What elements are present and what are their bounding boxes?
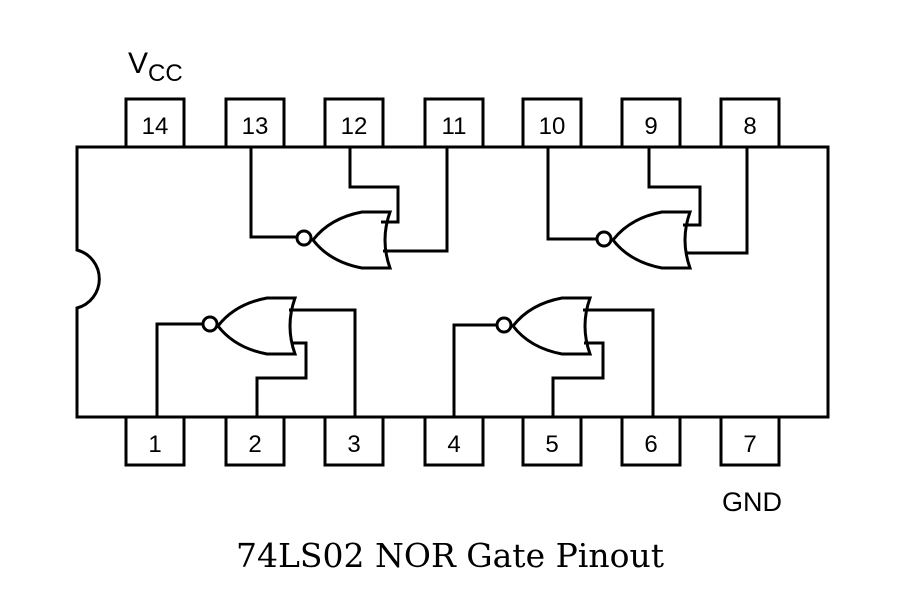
nor-gate-2 bbox=[495, 296, 593, 356]
pin-7-box bbox=[719, 415, 781, 467]
pin-9-label: 9 bbox=[644, 113, 657, 140]
pin-2-label: 2 bbox=[248, 431, 261, 458]
wire-pin12 bbox=[348, 147, 400, 224]
pin-7-label: 7 bbox=[743, 431, 756, 458]
wire-pin13 bbox=[249, 147, 297, 239]
nor-gate-1 bbox=[201, 296, 298, 356]
nor-gate-4-bubble bbox=[595, 230, 613, 248]
wire-pin11 bbox=[383, 147, 449, 253]
pin-8-box bbox=[719, 97, 781, 149]
wire-pin10 bbox=[546, 147, 597, 241]
wiring bbox=[155, 147, 749, 417]
wire-pin9 bbox=[647, 147, 702, 227]
pin-13-box bbox=[224, 97, 286, 149]
pin-12-box bbox=[323, 97, 385, 149]
nor-gate-1-bubble bbox=[201, 315, 219, 333]
pin-5-box bbox=[521, 415, 583, 467]
wire-pin8 bbox=[685, 147, 749, 255]
pin-14-label: 14 bbox=[142, 113, 169, 140]
nor-gate-4 bbox=[595, 210, 693, 270]
pin-11-box bbox=[423, 97, 485, 149]
nor-gate-2-bubble bbox=[495, 316, 513, 334]
pin-13-label: 13 bbox=[242, 113, 269, 140]
wire-pin1 bbox=[155, 322, 203, 417]
pin-1-box bbox=[124, 415, 186, 467]
pin-1-label: 1 bbox=[148, 431, 161, 458]
pin-8-label: 8 bbox=[743, 113, 756, 140]
pin-3-box bbox=[323, 415, 385, 467]
pin-6-label: 6 bbox=[644, 431, 657, 458]
wire-pin6 bbox=[583, 308, 655, 417]
gnd-label: GND bbox=[722, 487, 782, 517]
wire-pin2 bbox=[255, 341, 308, 417]
pin-10-box bbox=[521, 97, 583, 149]
pin-3-label: 3 bbox=[347, 431, 360, 458]
diagram-title: 74LS02 NOR Gate Pinout bbox=[236, 536, 664, 575]
pin-5-label: 5 bbox=[545, 431, 558, 458]
pin-10-label: 10 bbox=[539, 113, 566, 140]
vcc-label: VCC bbox=[128, 47, 183, 87]
pin-2-box bbox=[224, 415, 286, 467]
pin-6-box bbox=[620, 415, 682, 467]
bottom-pins: 1 2 3 4 5 6 7 bbox=[124, 415, 781, 467]
wire-pin4 bbox=[452, 323, 497, 417]
pin-9-box bbox=[620, 97, 682, 149]
pin-11-label: 11 bbox=[442, 113, 467, 140]
top-pins: 14 13 12 11 10 9 8 bbox=[124, 97, 781, 149]
nor-gate-3-bubble bbox=[295, 229, 313, 247]
pin-12-label: 12 bbox=[341, 113, 368, 140]
pin-4-label: 4 bbox=[447, 431, 460, 458]
pin-4-box bbox=[423, 415, 485, 467]
wire-pin3 bbox=[289, 308, 357, 417]
nor-gate-3 bbox=[295, 210, 393, 270]
chip-body bbox=[75, 145, 830, 419]
pin-14-box bbox=[124, 97, 186, 149]
wire-pin5 bbox=[551, 341, 605, 417]
